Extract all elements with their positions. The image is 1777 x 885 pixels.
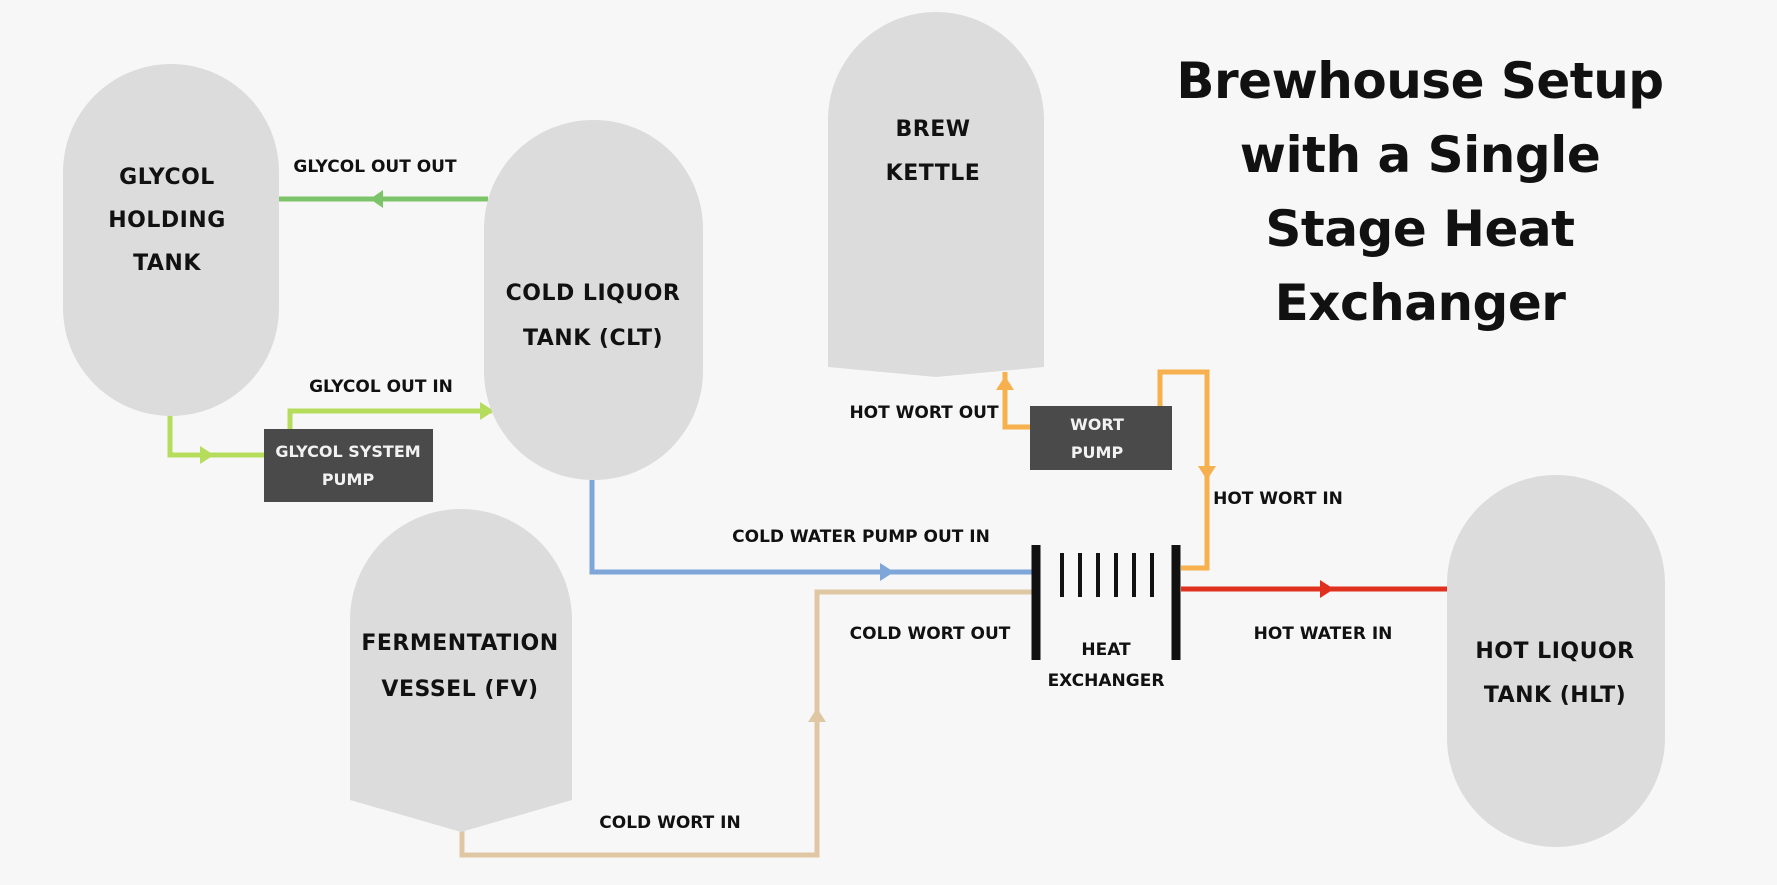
title-line-1: Brewhouse Setup (1176, 52, 1664, 110)
glycol-system-pump-label-line1: GLYCOL SYSTEM (275, 442, 420, 461)
cold-liquor-tank-label-line1: COLD LIQUOR (506, 281, 681, 306)
heat-exchanger-label-line2: EXCHANGER (1048, 671, 1165, 691)
pumps (264, 406, 1172, 502)
hot-liquor-tank (1447, 475, 1665, 847)
vessels (63, 12, 1665, 847)
fermentation-vessel-label-line1: FERMENTATION (361, 631, 558, 656)
brew-kettle-label-line2: KETTLE (886, 161, 981, 186)
glycol-out-in-label: GLYCOL OUT IN (309, 377, 453, 397)
pipe-glycol-tank-to-pump (167, 412, 265, 458)
vessel-labels: GLYCOL HOLDING TANK COLD LIQUOR TANK (CL… (108, 117, 1634, 708)
glycol-holding-tank-label-line1: GLYCOL (119, 165, 215, 190)
glycol-out-out-label: GLYCOL OUT OUT (293, 157, 457, 177)
pipe-hot-wort-out (1002, 372, 1030, 430)
arrow-cold-water (880, 563, 894, 581)
cold-wort-in-label: COLD WORT IN (599, 813, 740, 833)
glycol-holding-tank-label-line3: TANK (133, 251, 201, 276)
pump-labels: GLYCOL SYSTEM PUMP WORT PUMP (275, 415, 1124, 489)
hot-wort-out-label: HOT WORT OUT (849, 403, 998, 423)
arrow-hot-wort-in (1198, 466, 1216, 480)
fermentation-vessel-label-line2: VESSEL (FV) (381, 677, 538, 702)
brew-kettle-label-line1: BREW (895, 117, 970, 142)
hot-wort-in-label: HOT WORT IN (1213, 489, 1343, 509)
heat-exchanger-label-line1: HEAT (1081, 640, 1131, 660)
cold-liquor-tank (484, 120, 703, 480)
arrowheads (200, 190, 1334, 722)
flow-labels: GLYCOL OUT OUT GLYCOL OUT IN HOT WORT OU… (293, 157, 1392, 833)
diagram-title: Brewhouse Setup with a Single Stage Heat… (1150, 44, 1690, 340)
title-line-2: with a Single (1239, 126, 1601, 184)
brew-kettle (828, 12, 1044, 377)
arrow-glycol-supply (200, 446, 214, 464)
arrow-hot-water (1320, 580, 1334, 598)
cold-liquor-tank-label-line2: TANK (CLT) (523, 326, 663, 351)
glycol-system-pump-label-line2: PUMP (322, 470, 375, 489)
arrow-hot-wort-out (996, 376, 1014, 390)
glycol-holding-tank-label-line2: HOLDING (108, 208, 226, 233)
arrow-glycol-out-out (370, 190, 383, 208)
heat-exchanger (1031, 545, 1181, 660)
cold-water-pump-out-in-label: COLD WATER PUMP OUT IN (732, 527, 990, 547)
wort-pump-label-line1: WORT (1070, 415, 1124, 434)
arrow-cold-wort (808, 708, 826, 722)
pipe-cold-water (589, 480, 1035, 575)
hot-water-in-label: HOT WATER IN (1254, 624, 1393, 644)
fermentation-vessel (350, 509, 572, 832)
pipe-glycol-out-in (287, 408, 492, 432)
glycol-system-pump (264, 429, 433, 502)
hot-liquor-tank-label-line1: HOT LIQUOR (1475, 639, 1634, 664)
glycol-holding-tank (63, 64, 279, 416)
wort-pump (1030, 406, 1172, 470)
title-line-3: Stage Heat Exchanger (1265, 200, 1575, 332)
wort-pump-label-line2: PUMP (1071, 443, 1124, 462)
hot-liquor-tank-label-line2: TANK (HLT) (1484, 683, 1626, 708)
arrow-glycol-out-in (480, 402, 494, 420)
pipe-cold-wort (459, 589, 1035, 858)
cold-wort-out-label: COLD WORT OUT (850, 624, 1011, 644)
